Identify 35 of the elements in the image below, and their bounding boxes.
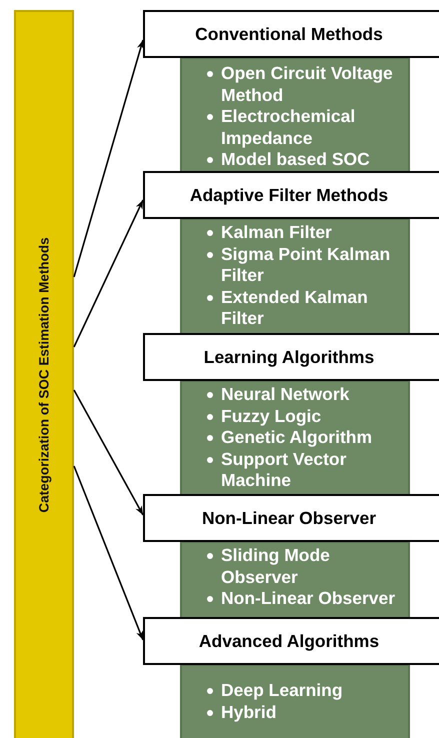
category-header-box xyxy=(143,171,439,219)
title-text: Categorization of SOC Estimation Methods xyxy=(36,237,52,513)
list-item: Genetic Algorithm xyxy=(221,427,372,447)
list-item: Hybrid xyxy=(221,702,276,722)
list-item: Deep Learning xyxy=(221,680,343,700)
list-item: Support Vector Machine xyxy=(221,448,346,490)
arrow xyxy=(73,466,144,640)
header-text: Adaptive Filter Methods xyxy=(190,184,388,206)
arrow xyxy=(73,390,144,516)
list-item: Neural Network xyxy=(221,384,350,404)
list-item: Fuzzy Logic xyxy=(221,406,322,426)
list-item: Model based SOC xyxy=(221,149,370,169)
header-text: Conventional Methods xyxy=(195,24,383,44)
header-text: Learning Algorithms xyxy=(204,346,374,368)
arrow xyxy=(73,200,144,348)
list-item: Sliding Mode Observer xyxy=(221,545,330,586)
list-item: Electrochemical Impedance xyxy=(221,106,356,148)
list-item: Extended Kalman Filter xyxy=(221,286,368,328)
header-text: Non-Linear Observer xyxy=(202,508,376,528)
method-list-panel xyxy=(180,57,410,172)
category-header-box xyxy=(143,333,439,381)
category-header-box xyxy=(143,494,439,542)
category-header-box xyxy=(143,10,439,58)
method-list-panel xyxy=(180,664,410,738)
method-list-panel xyxy=(180,218,410,334)
method-list-panel xyxy=(180,541,410,618)
category-header-box xyxy=(143,617,439,665)
header-text: Advanced Algorithms xyxy=(198,630,380,652)
list-item: Sigma Point Kalman Filter xyxy=(221,244,390,285)
category-bar xyxy=(14,10,74,738)
list-item: Open Circuit Voltage Method xyxy=(221,63,393,104)
method-list-panel xyxy=(180,380,410,495)
arrow xyxy=(73,40,144,278)
list-item: Non-Linear Observer xyxy=(221,588,396,608)
list-item: Kalman Filter xyxy=(221,222,332,242)
